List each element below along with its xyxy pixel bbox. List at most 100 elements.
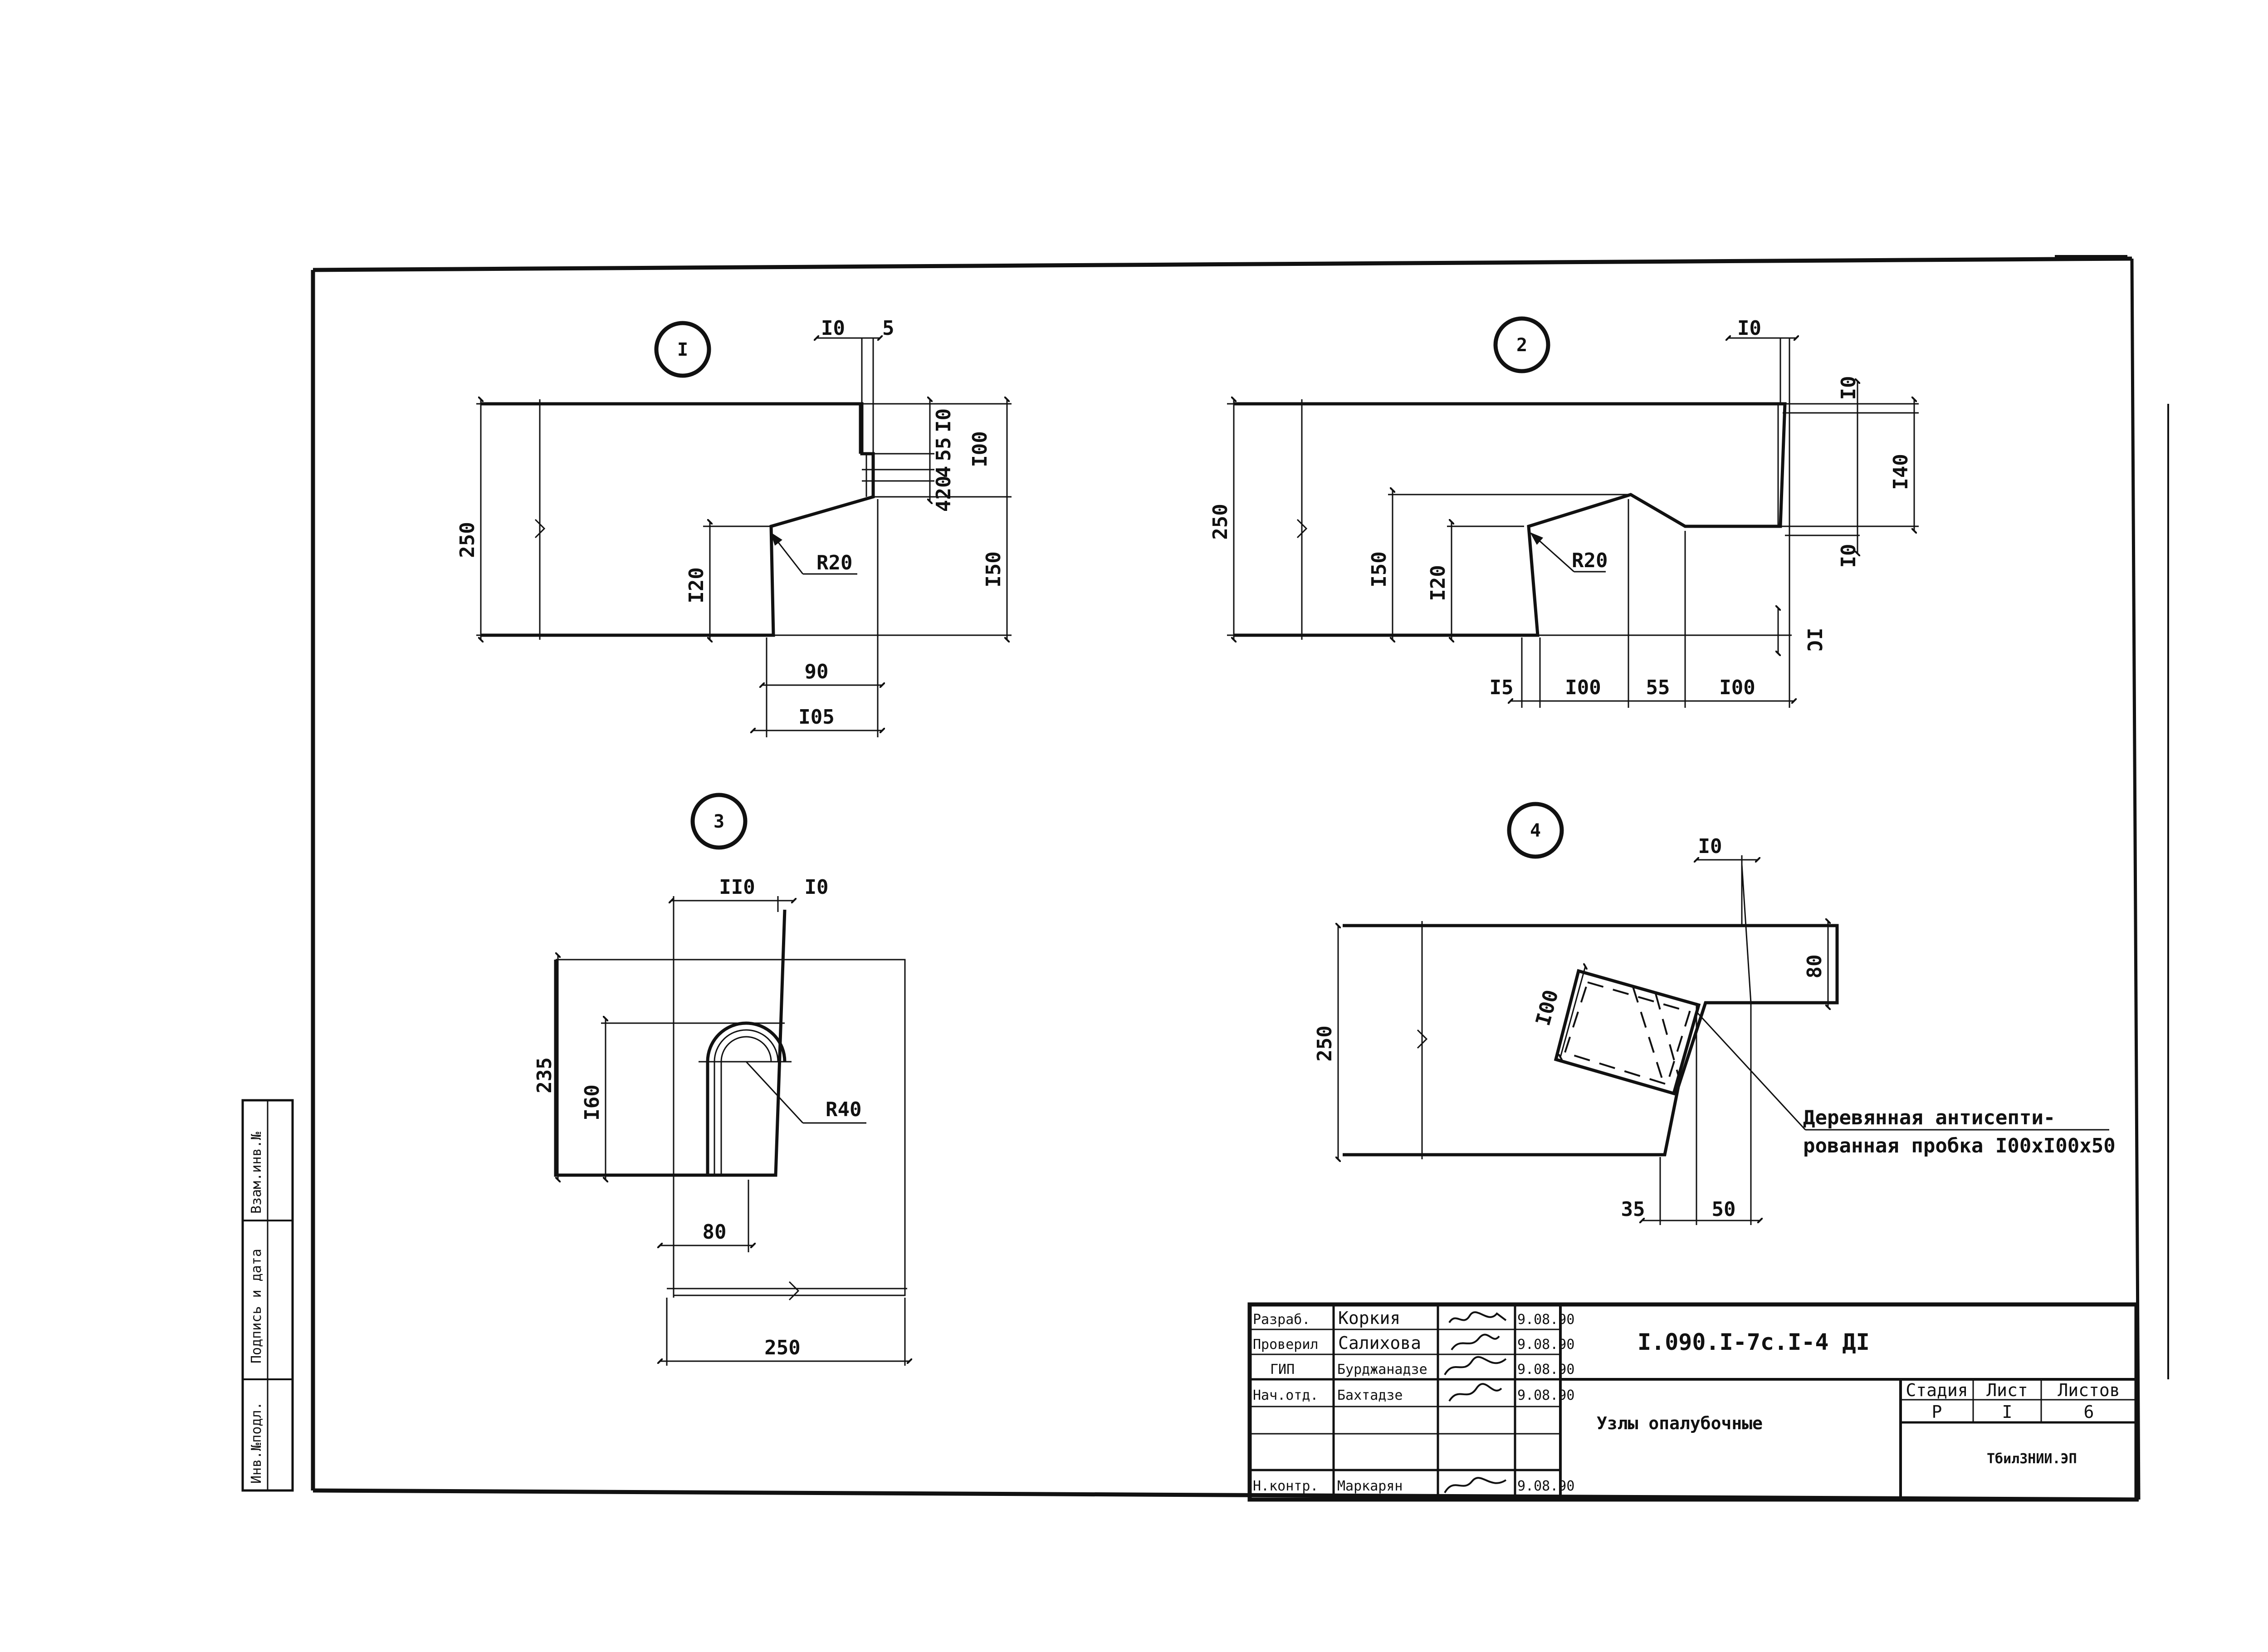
dim-label: I20: [685, 567, 708, 603]
dim-label: 55: [932, 437, 955, 461]
side-stamp-cell1: Взам.инв.№: [249, 1132, 264, 1214]
sheets-label: Листов: [2058, 1380, 2120, 1400]
detail-1-dimensions: [476, 338, 1012, 737]
dim-label: 5: [882, 317, 894, 340]
dim-label: I60: [581, 1084, 604, 1120]
document-title: Узлы опалубочные: [1597, 1413, 1763, 1433]
dim-label: 55: [1646, 676, 1670, 699]
side-stamp-cell2: Подпись и дата: [249, 1249, 264, 1363]
dim-label: 250: [1313, 1025, 1336, 1061]
dim-label: 4: [932, 500, 955, 512]
sheet-value: I: [2002, 1402, 2013, 1422]
dim-label: 250: [1209, 504, 1232, 539]
row-name: Бахтадзе: [1337, 1387, 1403, 1403]
detail-2-outline: [1234, 402, 1787, 637]
dim-label: 20: [932, 476, 955, 500]
node-marker-2: 2: [1493, 316, 1550, 373]
detail-3: 3 II0 I0: [533, 793, 909, 1366]
dim-label: I5: [1490, 676, 1514, 699]
dim-label: I50: [982, 551, 1005, 587]
dim-label: I0: [1737, 317, 1761, 340]
dim-label: 90: [805, 660, 829, 683]
sheet-frame: [311, 255, 2169, 1502]
dim-label: IC: [1803, 628, 1826, 652]
side-stamp: Взам.инв.№ Подпись и дата Инв.№подл.: [241, 1099, 294, 1492]
radius-label: R40: [826, 1098, 861, 1121]
dim-label: I0: [821, 317, 845, 340]
signature-image: [1444, 1356, 1507, 1376]
radius-label: R20: [1572, 549, 1608, 572]
title-block-row-1: Проверил Салихова 9.08.90: [1253, 1333, 1574, 1353]
row-role: Нач.отд.: [1253, 1387, 1319, 1403]
dim-label: 4: [932, 466, 955, 478]
dim-label: I0: [1837, 544, 1860, 568]
organization-name: ТбилЗНИИ.ЭП: [1987, 1451, 2077, 1467]
row-date: 9.08.90: [1517, 1387, 1574, 1403]
detail-1-labels: I0 5 I0 55 4 20 4 I00 250 I50 I20 R20 90…: [456, 317, 1005, 729]
title-block-row-3: Нач.отд. Бахтадзе 9.08.90: [1253, 1383, 1574, 1403]
detail-2-dimensions: [1227, 338, 1919, 708]
node-marker-3: 3: [690, 793, 748, 850]
row-date: 9.08.90: [1517, 1312, 1574, 1328]
title-block-row-6: Н.контр. Маркарян 9.08.90: [1253, 1477, 1574, 1494]
document-code: I.090.I-7с.I-4 ДI: [1637, 1329, 1870, 1355]
dim-label: II0: [719, 876, 755, 899]
stage-label: Стадия: [1906, 1380, 1968, 1400]
node-number-2: 2: [1516, 335, 1527, 356]
dim-label: 250: [456, 522, 479, 558]
title-block: Разраб. Коркия 9.08.90 Проверил Салихова…: [1247, 1302, 2139, 1502]
row-role: Проверил: [1253, 1337, 1319, 1353]
title-block-row-2: ГИП Бурджанадзе 9.08.90: [1270, 1356, 1574, 1377]
node-number-1: I: [677, 339, 688, 360]
dim-label: I00: [1531, 987, 1563, 1028]
detail-3-labels: II0 I0 235 I60 R40 80 250: [533, 876, 861, 1359]
signature-image: [1451, 1333, 1500, 1351]
signature-image: [1448, 1383, 1502, 1402]
row-role: Н.контр.: [1253, 1478, 1319, 1494]
detail-1: I: [456, 317, 1012, 737]
radius-label: R20: [816, 551, 852, 574]
row-name: Салихова: [1338, 1333, 1421, 1353]
detail-3-outline: [554, 909, 906, 1296]
node-marker-4: 4: [1507, 802, 1564, 859]
dim-label: I00: [1719, 676, 1755, 699]
row-name: Коркия: [1338, 1308, 1400, 1328]
signature-image: [1448, 1311, 1507, 1324]
node-marker-1: I: [654, 321, 711, 378]
dim-label: I0: [932, 408, 955, 432]
node-number-3: 3: [714, 811, 724, 832]
dim-label: 80: [1803, 955, 1826, 979]
detail-4-labels: I0 80 250 I00 35 50 Деревянная антисепти…: [1313, 835, 2116, 1221]
detail-2: 2: [1209, 316, 1919, 708]
callout-text-line1: Деревянная антисепти-: [1803, 1106, 2055, 1129]
dim-label: I00: [1565, 676, 1601, 699]
row-name: Бурджанадзе: [1337, 1362, 1427, 1377]
dim-label: I0: [805, 876, 829, 899]
row-date: 9.08.90: [1517, 1362, 1574, 1377]
row-role: Разраб.: [1253, 1312, 1310, 1328]
sheets-value: 6: [2084, 1402, 2094, 1422]
dim-label: I05: [798, 706, 834, 729]
row-name: Маркарян: [1337, 1478, 1403, 1494]
sheet-label: Лист: [1986, 1380, 2028, 1400]
dim-label: 235: [533, 1057, 556, 1093]
detail-4-dimensions: [1338, 855, 2109, 1225]
detail-4-outline: [1343, 864, 1839, 1225]
row-date: 9.08.90: [1517, 1337, 1574, 1353]
dim-label: I50: [1368, 551, 1391, 587]
row-role: ГИП: [1270, 1362, 1295, 1377]
detail-3-dimensions: [558, 896, 909, 1366]
detail-4: 4 I0 80 2: [1313, 802, 2116, 1225]
dim-label: 80: [703, 1221, 727, 1244]
detail-2-labels: I0 I0 I40 250 I50 I20 R20 I0 IC I5 I00 5…: [1209, 317, 1912, 699]
node-number-4: 4: [1530, 820, 1541, 841]
dim-label: I20: [1427, 565, 1450, 601]
stage-value: Р: [1932, 1402, 1942, 1422]
wooden-plug: [1554, 969, 1701, 1096]
dim-label: I0: [1837, 376, 1860, 400]
callout-text-line2: рованная пробка I00xI00x50: [1803, 1134, 2116, 1157]
side-stamp-cell3: Инв.№подл.: [249, 1402, 264, 1484]
title-block-row-0: Разраб. Коркия 9.08.90: [1253, 1308, 1574, 1328]
row-date: 9.08.90: [1517, 1478, 1574, 1494]
